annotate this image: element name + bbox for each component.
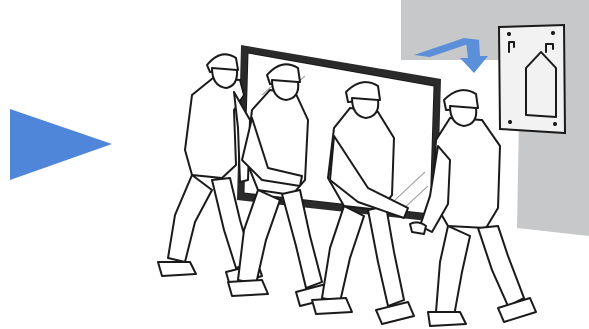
step-arrow-icon: [10, 109, 112, 180]
wall-mount-bracket: [499, 25, 565, 133]
